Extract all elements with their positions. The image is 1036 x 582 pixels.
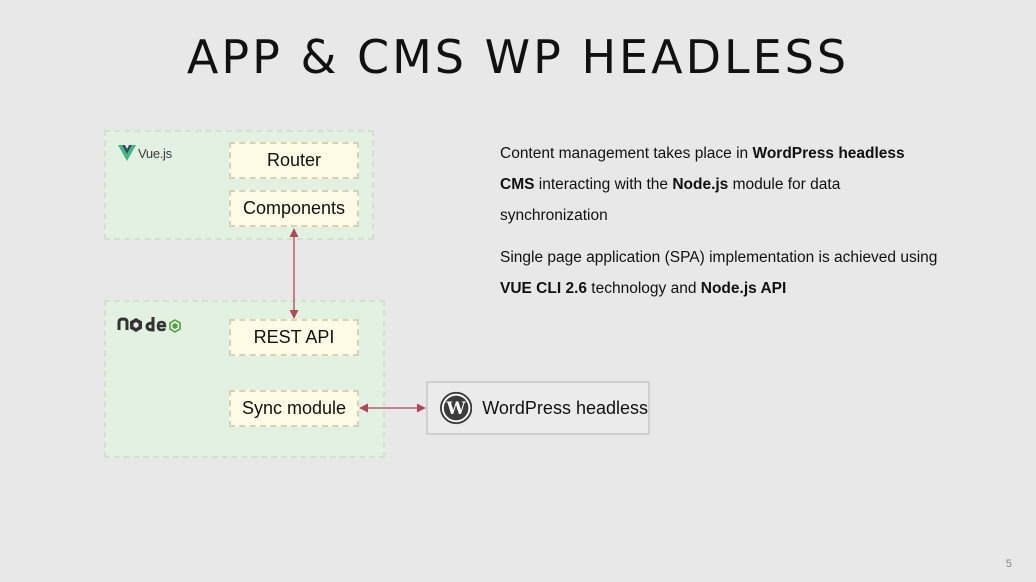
description-paragraph-2: Single page application (SPA) implementa… — [500, 242, 940, 304]
wordpress-headless-box: W WordPress headless — [426, 381, 650, 435]
sync-module-label: Sync module — [241, 398, 347, 418]
text-run: interacting with the — [534, 176, 673, 193]
bold-text-run: Node.js API — [700, 280, 787, 297]
components-module-label: Components — [242, 198, 346, 218]
slide-title: APP & CMS WP HEADLESS — [186, 30, 850, 84]
router-module-label: Router — [266, 150, 322, 170]
svg-text:W: W — [446, 399, 467, 419]
text-run: Single page application (SPA) implementa… — [500, 249, 938, 266]
vue-logo: Vue.js — [118, 144, 172, 162]
text-run: module for data synchronization — [500, 176, 841, 224]
page-number: 5 — [1005, 558, 1012, 570]
text-run: Content management takes place in — [500, 145, 753, 162]
nodejs-icon — [117, 317, 181, 333]
rest-api-module: REST API — [229, 319, 359, 356]
description-paragraph-1: Content management takes place in WordPr… — [500, 138, 940, 231]
wordpress-headless-label: WordPress headless — [482, 397, 648, 418]
node-logo — [117, 314, 187, 334]
components-module: Components — [229, 190, 359, 227]
bold-text-run: WordPress headless CMS — [500, 145, 905, 193]
vue-icon — [118, 145, 136, 161]
router-module: Router — [229, 142, 359, 179]
vue-logo-text: Vue.js — [138, 145, 172, 161]
wordpress-icon: W — [440, 391, 473, 425]
bold-text-run: Node.js — [672, 176, 729, 193]
bold-text-run: VUE CLI 2.6 — [500, 280, 587, 297]
rest-api-module-label: REST API — [253, 327, 335, 347]
sync-module: Sync module — [229, 390, 359, 427]
text-run: technology and — [587, 280, 701, 297]
